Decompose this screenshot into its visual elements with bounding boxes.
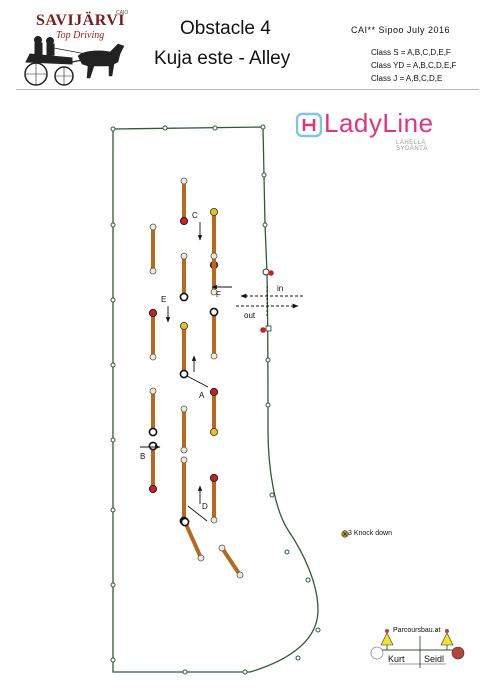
gate-e-label: E [161,295,167,304]
header-divider [16,89,479,90]
gate-a-label: A [199,391,205,400]
knock-down-marker [179,321,188,330]
pole-end-marker [148,484,158,494]
boundary-post [110,507,116,513]
boundary-post [315,627,321,633]
boundary-post [110,126,116,132]
pole-end-marker [209,387,219,397]
alley-pole [183,520,203,560]
pole-end-marker [180,446,188,454]
boundary-post [265,402,271,408]
boundary-post [305,577,311,583]
gate-c-label: C [192,211,198,220]
alley-pole [220,546,242,577]
boundary-post [110,362,116,368]
parcoursbau-logo [370,629,465,668]
pole-end-marker [180,252,188,260]
pole-end-marker [210,516,218,524]
knock-down-legend-icon [341,530,349,538]
out-label: out [244,311,256,320]
boundary-post [269,492,275,498]
pole-end-marker [210,252,218,260]
pole-end-marker [209,473,219,483]
pole-end-marker [149,387,157,395]
sponsor-tagline: LÄHELLÄ SYDÄNTÄ [396,140,428,152]
boundary-post [265,357,271,363]
boundary-post [110,222,116,228]
pole-end-marker [148,427,158,437]
boundary-post [162,125,168,131]
pole-end-marker [180,177,188,185]
boundary-fence [112,126,319,673]
pole-end-marker [148,308,158,318]
class-j-gates: Class J = A,B,C,D,E [371,74,443,83]
sponsor-name: LadyLine [324,108,434,138]
pole-end-marker [236,571,244,579]
pole-end-marker [179,216,189,226]
knock-down-marker [209,207,218,216]
pole-end-marker [180,456,188,464]
pole-end-marker [218,544,226,552]
pole-end-marker [179,369,189,379]
pole-end-marker [210,352,218,360]
designer-first-name: Kurt [388,654,405,664]
pole-end-marker [179,292,189,302]
pole-end-marker [197,554,205,562]
boundary-post [110,582,116,588]
boundary-post [110,437,116,443]
carriage-icon [24,36,125,86]
boundary-post [295,655,301,661]
boundary-post [260,124,266,130]
boundary-post [242,669,248,675]
alley-poles [148,177,244,579]
gate-f-label: F [216,290,221,299]
pole-end-marker [148,441,158,451]
obstacle-name: Kuja este - Alley [154,48,291,69]
gate-d-pointer [187,505,208,522]
pole-end-marker [149,353,157,361]
in-label: in [277,284,284,293]
logo-tagline: Top Driving [56,30,105,41]
direction-arrows [140,222,232,522]
entry-post [262,268,270,276]
gate-b-label: B [140,452,146,461]
designer-last-name: Seidl [424,654,445,664]
designer-company: Parcoursbau.at [393,627,441,634]
gate-d-label: D [202,502,208,511]
knock-down-legend: 3 Knock down [348,530,392,537]
event-info: CAI** Sipoo July 2016 [351,25,451,35]
pole-end-marker [180,517,190,527]
boundary-post [110,657,116,663]
gate-a-pointer [186,375,209,388]
logo-brand-sup: CAIO [116,10,129,16]
pole-end-marker [180,405,188,413]
knock-down-marker [209,427,218,436]
entry-post [265,325,272,332]
pole-end-marker [209,307,219,317]
entry-red-flag [260,327,266,333]
boundary-post [182,669,188,675]
boundary-post [261,172,267,178]
boundary-post [262,222,268,228]
pole-end-marker [149,223,157,231]
entry-red-flag [268,270,274,276]
boundary-post [110,297,116,303]
boundary-posts [110,124,321,675]
obstacle-number: Obstacle 4 [180,18,271,39]
boundary-post [212,125,218,131]
pole-end-marker [149,267,157,275]
ladyline-emblem-icon [296,112,322,138]
boundary-post [284,549,290,555]
entry-markers [260,268,274,333]
logo-brand-text: SAVIJÄRVI [36,12,125,29]
class-s-gates: Class S = A,B,C,D,E,F [371,48,451,57]
class-yd-gates: Class YD = A,B,C,D,E,F [371,61,457,70]
savijarvi-logo: SAVIJÄRVI CAIO Top Driving [6,6,136,90]
